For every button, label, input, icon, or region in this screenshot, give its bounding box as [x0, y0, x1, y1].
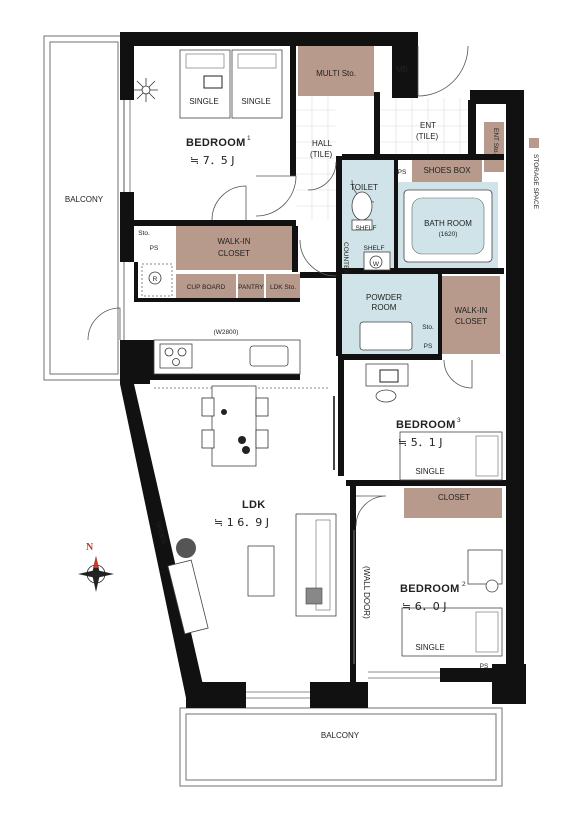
shoes-box — [412, 158, 482, 182]
shelf-a-label: SHELF — [356, 225, 377, 232]
powder-label-2: ROOM — [372, 303, 397, 312]
bedroom2-name: BEDROOM — [400, 583, 460, 595]
bedroom3-sup: 3 — [457, 417, 461, 424]
dining-table — [201, 385, 269, 467]
bath-size: (1620) — [439, 231, 458, 238]
book-icon — [203, 75, 223, 89]
bedroom1-sup: 1 — [247, 135, 251, 142]
bed2-label: SINGLE — [415, 643, 444, 652]
bed3-label: SINGLE — [415, 467, 444, 476]
kitchen-counter — [153, 339, 301, 375]
ps-c-label: PS — [480, 663, 489, 670]
walk-in-closet-1 — [176, 226, 292, 270]
bedroom2-sup: 2 — [462, 581, 466, 588]
pantry — [238, 274, 264, 298]
desk-bedroom2 — [467, 549, 503, 593]
bedroom2-size: ≒ 6．0 J — [402, 600, 446, 613]
wall-door-label: (WALL DOOR) — [362, 566, 371, 619]
balcony-left-label: BALCONY — [65, 195, 104, 204]
bed-single-2 — [231, 49, 283, 119]
bedroom1-name: BEDROOM — [186, 137, 246, 149]
fridge-label: R — [153, 276, 158, 283]
tile-floor — [296, 96, 468, 220]
ldk-sto-label: LDK Sto. — [270, 284, 296, 291]
washbasin — [359, 321, 413, 351]
wic2-label-1: WALK-IN — [454, 306, 487, 315]
wic1-label-1: WALK-IN — [217, 237, 250, 246]
closet — [404, 488, 502, 518]
balcony-left — [43, 35, 125, 381]
ent-sto-label: ENT Sto. — [492, 128, 499, 154]
ps-ent: PS — [398, 169, 407, 176]
bedroom3-size: ≒ 5．1 J — [398, 436, 442, 449]
hall-tile: (TILE) — [310, 150, 333, 159]
shelf-b-label: SHELF — [364, 245, 385, 252]
multi-sto-label: MULTI Sto. — [316, 69, 356, 78]
hall-label: HALL — [312, 139, 333, 148]
bath-label: BATH ROOM — [424, 219, 472, 228]
bedroom3-name: BEDROOM — [396, 419, 456, 431]
sto-a-label: Sto. — [138, 230, 150, 237]
bedroom1-size: ≒ 7．5 J — [190, 154, 234, 167]
fridge-icon — [141, 263, 173, 297]
cup-board-label: CUP BOARD — [187, 284, 226, 291]
counter-width: (W2800) — [214, 329, 239, 336]
tv-board — [167, 538, 209, 635]
closet-label: CLOSET — [438, 493, 470, 502]
balcony-bottom-label: BALCONY — [321, 731, 360, 740]
ps-b-label: PS — [424, 343, 433, 350]
sto-b-label: Sto. — [422, 324, 434, 331]
sofa — [295, 513, 337, 617]
balcony-bottom — [179, 707, 503, 787]
compass-icon — [78, 556, 114, 592]
legend-swatch — [529, 138, 539, 148]
wic1-label-2: CLOSET — [218, 249, 250, 258]
shoes-box-label: SHOES BOX — [423, 166, 471, 175]
washer-icon — [363, 251, 391, 271]
doors — [87, 45, 473, 527]
toilet-fixture — [351, 191, 373, 231]
multi-storage — [298, 46, 374, 96]
storage-space-legend: STORAGE SPACE — [532, 154, 539, 210]
pantry-label: PANTRY — [238, 284, 264, 291]
bathtub — [403, 189, 493, 263]
wic2-label-2: CLOSET — [455, 317, 487, 326]
toilet-label: TOILET — [350, 183, 378, 192]
ps-a-label: PS — [150, 245, 159, 252]
ldk-storage — [266, 274, 300, 298]
bed-bedroom2 — [401, 607, 503, 657]
north-label: N — [86, 542, 94, 553]
powder-label-1: POWDER — [366, 293, 402, 302]
ldk-size: ≒ 1 6．9 J — [214, 516, 269, 529]
ent-tile: (TILE) — [416, 132, 439, 141]
mb-label: MB — [396, 65, 408, 74]
cup-board — [176, 274, 236, 298]
counter-label: COUNTER — [342, 242, 349, 274]
ldk-name: LDK — [242, 499, 266, 511]
bed1-label-b: SINGLE — [241, 97, 270, 106]
walk-in-closet-2 — [442, 276, 500, 354]
windows — [123, 100, 440, 699]
plant-icon — [134, 78, 158, 102]
bed-bedroom3 — [399, 431, 503, 481]
coffee-table — [247, 545, 275, 597]
bed1-label-a: SINGLE — [189, 97, 218, 106]
ent-label: ENT — [420, 121, 436, 130]
desk-bedroom3 — [365, 363, 409, 403]
washer-label: W — [373, 261, 380, 268]
